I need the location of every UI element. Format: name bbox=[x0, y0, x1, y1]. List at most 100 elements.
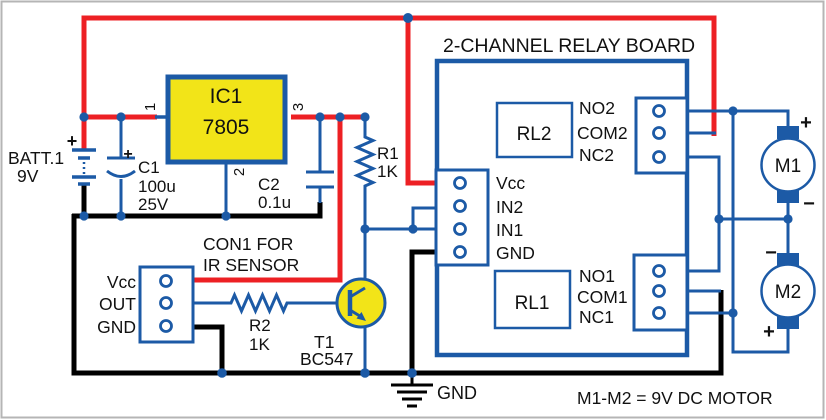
relay-board-title: 2-CHANNEL RELAY BOARD bbox=[443, 35, 695, 57]
motor-m1-body bbox=[760, 137, 816, 193]
junction-dot bbox=[407, 368, 417, 378]
ic1-regulator-body bbox=[165, 74, 288, 165]
junction-dot bbox=[714, 214, 724, 224]
relay-input-in2-label: IN2 bbox=[496, 197, 523, 217]
junction-dot bbox=[116, 112, 126, 122]
c2-value-label: 0.1u bbox=[258, 193, 291, 212]
junction-dots bbox=[79, 13, 793, 378]
ic1-part-label: 7805 bbox=[203, 116, 250, 139]
con1-title-line2: IR SENSOR bbox=[203, 255, 299, 275]
r1-value-label: 1K bbox=[377, 162, 398, 181]
m1-plus-sign: + bbox=[800, 112, 812, 134]
ground-label: GND bbox=[437, 383, 477, 403]
connector-pins bbox=[159, 104, 666, 333]
wire-no2-nc1-m2-plus bbox=[731, 111, 790, 354]
relay-pin-no1 bbox=[652, 264, 666, 278]
junction-dot bbox=[783, 214, 793, 224]
resistor-r1-and-collector-wire bbox=[353, 117, 377, 288]
m2-terminal-bottom bbox=[777, 316, 799, 329]
relay-pin-in2 bbox=[453, 199, 467, 213]
wire-9v-top-rail bbox=[81, 15, 717, 150]
signal-wires bbox=[119, 109, 790, 373]
relay-pin-no2 bbox=[652, 104, 666, 118]
labels: BATT.1 9V + C1 100u 25V + IC1 7805 1 2 3… bbox=[8, 35, 815, 408]
ic1-ref-label: IC1 bbox=[210, 85, 243, 108]
wire-9v-to-relay-vcc bbox=[405, 18, 436, 186]
r2-value-label: 1K bbox=[249, 335, 270, 354]
resistor-r2-and-base-wire bbox=[193, 291, 351, 315]
r1-ref-label: R1 bbox=[377, 144, 399, 163]
t1-ref-label: T1 bbox=[314, 332, 334, 352]
battery-symbol bbox=[72, 148, 96, 186]
battery-ref-label: BATT.1 bbox=[8, 148, 64, 168]
motor-m2-label: M2 bbox=[775, 282, 801, 303]
relay-input-vcc-label: Vcc bbox=[496, 173, 525, 193]
relay-pin-com2 bbox=[652, 126, 666, 140]
relay-pin-nc2 bbox=[652, 150, 666, 164]
relay-com2-label: COM2 bbox=[577, 123, 628, 143]
junction-dot bbox=[335, 112, 345, 122]
ic1-pin3-label: 3 bbox=[290, 103, 307, 111]
relay-pin-vcc bbox=[453, 176, 467, 190]
c1-value-label: 100u bbox=[138, 177, 176, 196]
c2-ref-label: C2 bbox=[258, 175, 280, 194]
wire-no2-to-m1-plus bbox=[688, 109, 790, 128]
transistor-emitter-arrow bbox=[356, 312, 366, 321]
junction-dot bbox=[728, 106, 738, 116]
c1-ref-label: C1 bbox=[138, 158, 160, 177]
junction-dot bbox=[360, 112, 370, 122]
wire-bottom-ground-rail bbox=[71, 214, 724, 376]
capacitor-symbols bbox=[106, 156, 334, 189]
junction-dot bbox=[728, 308, 738, 318]
junction-dot bbox=[116, 211, 126, 221]
junction-dot bbox=[221, 211, 231, 221]
con1-pin-gnd-label: GND bbox=[97, 317, 136, 337]
wire-nc2-to-no1 bbox=[686, 155, 721, 273]
c1-voltage-label: 25V bbox=[138, 195, 169, 214]
ic1-pin2-label: 2 bbox=[231, 168, 248, 176]
relay-rl2-box bbox=[495, 101, 574, 159]
transistor-body bbox=[335, 277, 387, 329]
relay-rl1-box bbox=[493, 269, 572, 330]
battery-value-label: 9V bbox=[17, 166, 39, 186]
transistor-t1-symbol bbox=[335, 277, 387, 329]
transistor-collector-lead bbox=[349, 286, 366, 299]
con1-pin-out-label: OUT bbox=[99, 294, 136, 314]
m2-terminal-top bbox=[777, 253, 799, 266]
c1-plus-sign: + bbox=[123, 146, 132, 163]
ic1-pin1-label: 1 bbox=[142, 103, 159, 111]
relay-input-in1-label: IN1 bbox=[496, 220, 523, 240]
relay-pin-gnd bbox=[453, 245, 467, 259]
con1-pin-vcc bbox=[159, 274, 173, 288]
relay-rl1-label: RL1 bbox=[515, 293, 550, 314]
wire-upper-ground-bus bbox=[72, 202, 323, 219]
junction-dot bbox=[360, 368, 370, 378]
c1-plate-curved bbox=[106, 169, 136, 178]
m2-minus-sign: − bbox=[765, 242, 777, 264]
ground-wires bbox=[71, 184, 724, 384]
junction-dot bbox=[79, 112, 89, 122]
con1-pin-gnd bbox=[159, 319, 173, 333]
ground-symbol bbox=[391, 383, 433, 408]
con1-pin-vcc-label: Vcc bbox=[107, 272, 136, 292]
con1-pin-out bbox=[159, 296, 173, 310]
wire-5v-to-con1-vcc bbox=[193, 117, 343, 283]
junction-dot bbox=[315, 112, 325, 122]
motors bbox=[760, 126, 816, 329]
t1-part-label: BC547 bbox=[300, 349, 354, 369]
motor-m1-label: M1 bbox=[775, 156, 801, 177]
relay-rl2-label: RL2 bbox=[517, 124, 552, 145]
junction-dot bbox=[403, 13, 413, 23]
con1-title-line1: CON1 FOR bbox=[203, 234, 293, 254]
relay-pin-in1 bbox=[453, 222, 467, 236]
relay-pin-com1 bbox=[652, 284, 666, 298]
positive-supply-wires bbox=[81, 15, 717, 283]
junction-dot bbox=[79, 211, 89, 221]
r2-ref-label: R2 bbox=[249, 316, 271, 335]
junction-dot bbox=[217, 368, 227, 378]
junction-dot bbox=[408, 224, 418, 234]
battery-plus-sign: + bbox=[67, 131, 78, 151]
relay-input-gnd-label: GND bbox=[496, 243, 535, 263]
wire-relay-gnd bbox=[409, 249, 436, 373]
